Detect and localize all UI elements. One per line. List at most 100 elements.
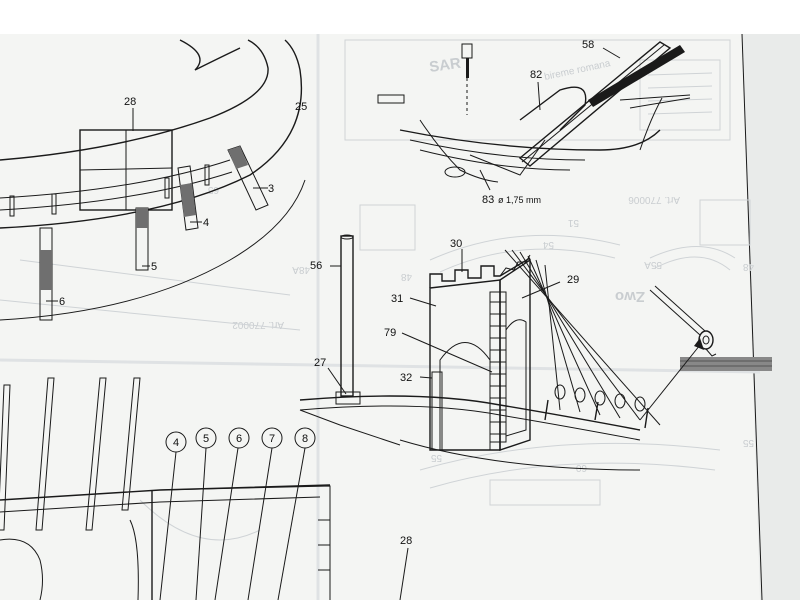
ghost-n60: 60	[575, 462, 587, 473]
circled-number-6: 6	[228, 427, 250, 449]
hawse-hole	[444, 166, 466, 178]
deck-rail-line	[299, 395, 641, 431]
bowsprit-82	[518, 41, 672, 167]
arrow-head-icon	[694, 338, 704, 350]
ghost-arc	[419, 442, 721, 489]
railing-top	[0, 159, 231, 199]
circled-number-5: 5	[195, 427, 217, 449]
ghost-n65: 65	[207, 184, 219, 195]
deadeyes	[554, 384, 646, 412]
circled-number-7: 7	[261, 427, 283, 449]
stern-cabin-line	[79, 167, 173, 171]
hull-side-panel	[159, 485, 331, 600]
label-79: 79	[384, 327, 396, 339]
label-28-top: 28	[124, 96, 136, 108]
panel-tabs	[318, 519, 330, 571]
ghost-n55a: 55A	[644, 259, 662, 270]
leader-27	[327, 367, 347, 395]
tower-post-32	[431, 371, 443, 451]
frame-assembly-diagram: 4 5 6 7 8 28	[0, 377, 412, 600]
ghost-legend-box	[639, 59, 721, 131]
mast-top	[340, 234, 354, 240]
inset-plank	[680, 357, 772, 371]
ghost-line	[0, 259, 301, 331]
ghost-n48b: 48	[400, 271, 412, 282]
railing-bottom	[0, 171, 233, 211]
bowsprit-tip-58	[588, 45, 685, 107]
leader-83	[479, 169, 491, 191]
stern-deck-diagram: 28 25 3 4 5 6	[0, 39, 307, 321]
label-56: 56	[310, 260, 322, 272]
leader-28-bottom	[399, 547, 409, 600]
leader-58	[602, 47, 621, 59]
label-5: 5	[151, 261, 157, 273]
circled-number-5-text: 5	[203, 433, 209, 445]
tower-side-opening	[505, 319, 527, 437]
circled-number-8-text: 8	[302, 433, 308, 445]
baluster	[204, 164, 210, 186]
leader-circle-5	[195, 447, 207, 600]
ring-bolt	[461, 43, 473, 115]
ghost-n48c: 48	[742, 261, 754, 272]
tower-assembly-diagram: 30 29 31 79 32 56 27	[299, 234, 772, 471]
leader-29	[521, 281, 561, 299]
ghost-n55b: 55	[742, 437, 754, 448]
ghost-art-1: Art. 770006	[628, 194, 680, 205]
frame-curve	[129, 519, 139, 600]
frame-curve	[0, 538, 43, 600]
rigging-lines	[619, 94, 691, 109]
bow-planking	[409, 139, 586, 171]
ghost-ornament: Zwo	[615, 288, 645, 305]
leader-circle-7	[247, 447, 273, 600]
deck-outer-curve	[0, 39, 303, 229]
ghost-text-block	[699, 199, 751, 246]
ghost-n54: 54	[542, 239, 554, 250]
ghost-text-block	[489, 479, 601, 506]
ladder-79	[489, 291, 507, 443]
support-post-4	[177, 165, 199, 231]
circled-number-6-text: 6	[236, 433, 242, 445]
bobstay	[639, 97, 663, 151]
tower-battlement-side	[499, 254, 531, 277]
ghost-arc	[649, 246, 736, 271]
label-25: 25	[295, 101, 307, 113]
frame-uprights	[0, 377, 141, 531]
support-post-6	[39, 227, 53, 321]
baluster	[164, 177, 170, 199]
label-29: 29	[567, 274, 579, 286]
ghost-n48a: 48A	[292, 264, 310, 275]
baluster	[51, 193, 57, 215]
bow-hull-edge	[399, 129, 661, 151]
circled-number-8: 8	[294, 427, 316, 449]
label-28-bottom: 28	[400, 535, 412, 547]
leader-circle-6	[214, 447, 239, 600]
leader-31	[409, 297, 437, 307]
ghost-line	[647, 72, 713, 76]
label-3: 3	[268, 183, 274, 195]
leader-82	[537, 81, 541, 111]
label-83-dimension: ø 1,75 mm	[498, 195, 541, 205]
circled-number-4-text: 4	[173, 437, 179, 449]
ghost-n55c: 55	[430, 452, 442, 463]
label-27: 27	[314, 357, 326, 369]
label-58: 58	[582, 39, 594, 51]
ghost-art-2: Art. 770002	[232, 319, 284, 330]
label-30: 30	[450, 238, 462, 250]
small-block	[377, 94, 405, 104]
deck-edge	[299, 409, 401, 446]
ghost-line	[647, 85, 713, 89]
ladder-rungs	[490, 301, 506, 435]
ghost-title-box	[344, 39, 731, 141]
fold-line-horizontal	[0, 358, 761, 374]
support-post-5	[135, 207, 149, 271]
ghost-arc	[429, 234, 621, 273]
leader-circle-4	[159, 451, 177, 600]
deck-rail-lower	[299, 405, 641, 441]
label-82: 82	[530, 69, 542, 81]
deck-inner-curve	[0, 39, 269, 161]
callout-arrow	[639, 344, 701, 421]
support-post-3	[227, 145, 269, 211]
label-6: 6	[59, 296, 65, 308]
